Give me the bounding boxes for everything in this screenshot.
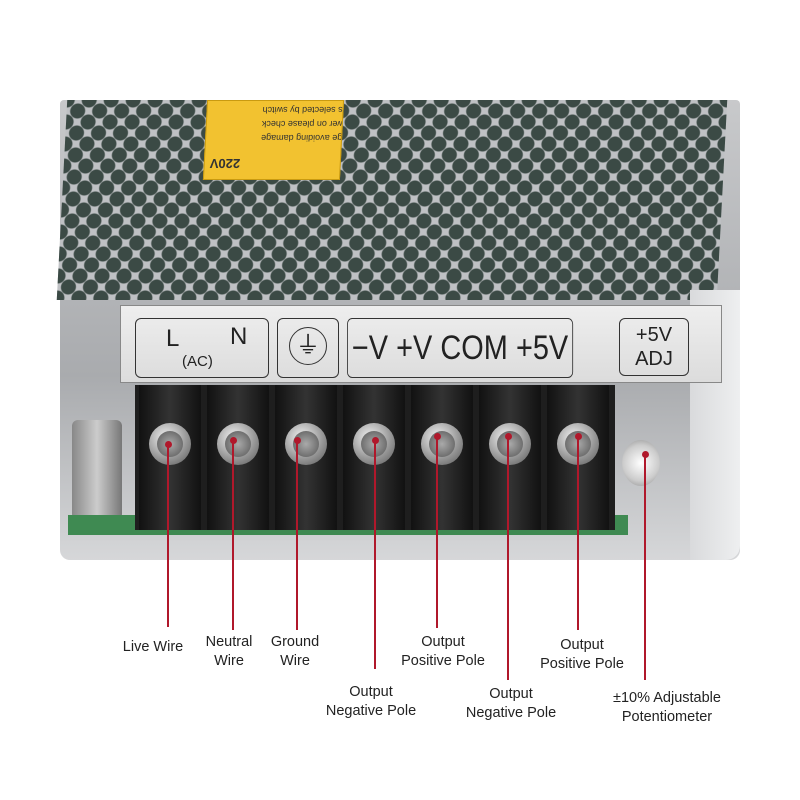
adj-label: +5V ADJ: [619, 318, 689, 376]
screw-icon: [421, 423, 463, 465]
caption-live-wire: Live Wire: [122, 639, 184, 655]
callout-line: [436, 437, 438, 628]
callout-dot: [294, 437, 301, 444]
callout-dot: [505, 433, 512, 440]
sticker-voltage: 220V: [209, 156, 241, 171]
callout-line: [507, 437, 509, 680]
ac-input-label: L N (AC): [135, 318, 269, 378]
ground-icon: ⏚: [289, 327, 327, 365]
terminal-block: [135, 385, 615, 530]
label-l: L: [166, 325, 180, 352]
dc-output-label: −V +V COM +5V: [347, 318, 574, 378]
terminal-com: [479, 385, 541, 530]
terminal-neutral: [207, 385, 269, 530]
terminal-plus-v: [411, 385, 473, 530]
warning-sticker: 220V is selected by switch wer on please…: [202, 100, 345, 180]
callout-dot: [642, 451, 649, 458]
label-plus-v: +V: [396, 328, 433, 367]
sticker-text: ge avoiding damage: [260, 133, 343, 143]
ground-label: ⏚: [277, 318, 339, 378]
mounting-bracket: [72, 420, 122, 520]
callout-line: [296, 441, 298, 630]
callout-dot: [434, 433, 441, 440]
callout-line: [374, 441, 376, 669]
screw-icon: [489, 423, 531, 465]
callout-dot: [165, 441, 172, 448]
sticker-text: wer on please check: [261, 119, 345, 129]
terminal-live: [139, 385, 201, 530]
label-com: COM: [440, 328, 508, 367]
terminal-ground: [275, 385, 337, 530]
label-adj-bottom: ADJ: [635, 348, 673, 370]
callout-dot: [372, 437, 379, 444]
label-ac: (AC): [182, 353, 213, 370]
callout-dot: [575, 433, 582, 440]
screw-icon: [285, 423, 327, 465]
sticker-text: is selected by switch: [262, 105, 345, 115]
terminal-label-strip: L N (AC) ⏚ −V +V COM +5V +5V ADJ: [120, 305, 722, 383]
callout-line: [577, 437, 579, 630]
callout-dot: [230, 437, 237, 444]
potentiometer: [622, 440, 660, 486]
callout-line: [232, 441, 234, 630]
perforated-cover: [56, 100, 728, 300]
callout-line: [644, 455, 646, 680]
callout-line: [167, 445, 169, 627]
label-plus-5v: +5V: [515, 328, 569, 367]
label-adj-top: +5V: [635, 324, 673, 346]
label-minus-v: −V: [351, 328, 389, 367]
label-n: N: [230, 323, 248, 350]
screw-icon: [217, 423, 259, 465]
